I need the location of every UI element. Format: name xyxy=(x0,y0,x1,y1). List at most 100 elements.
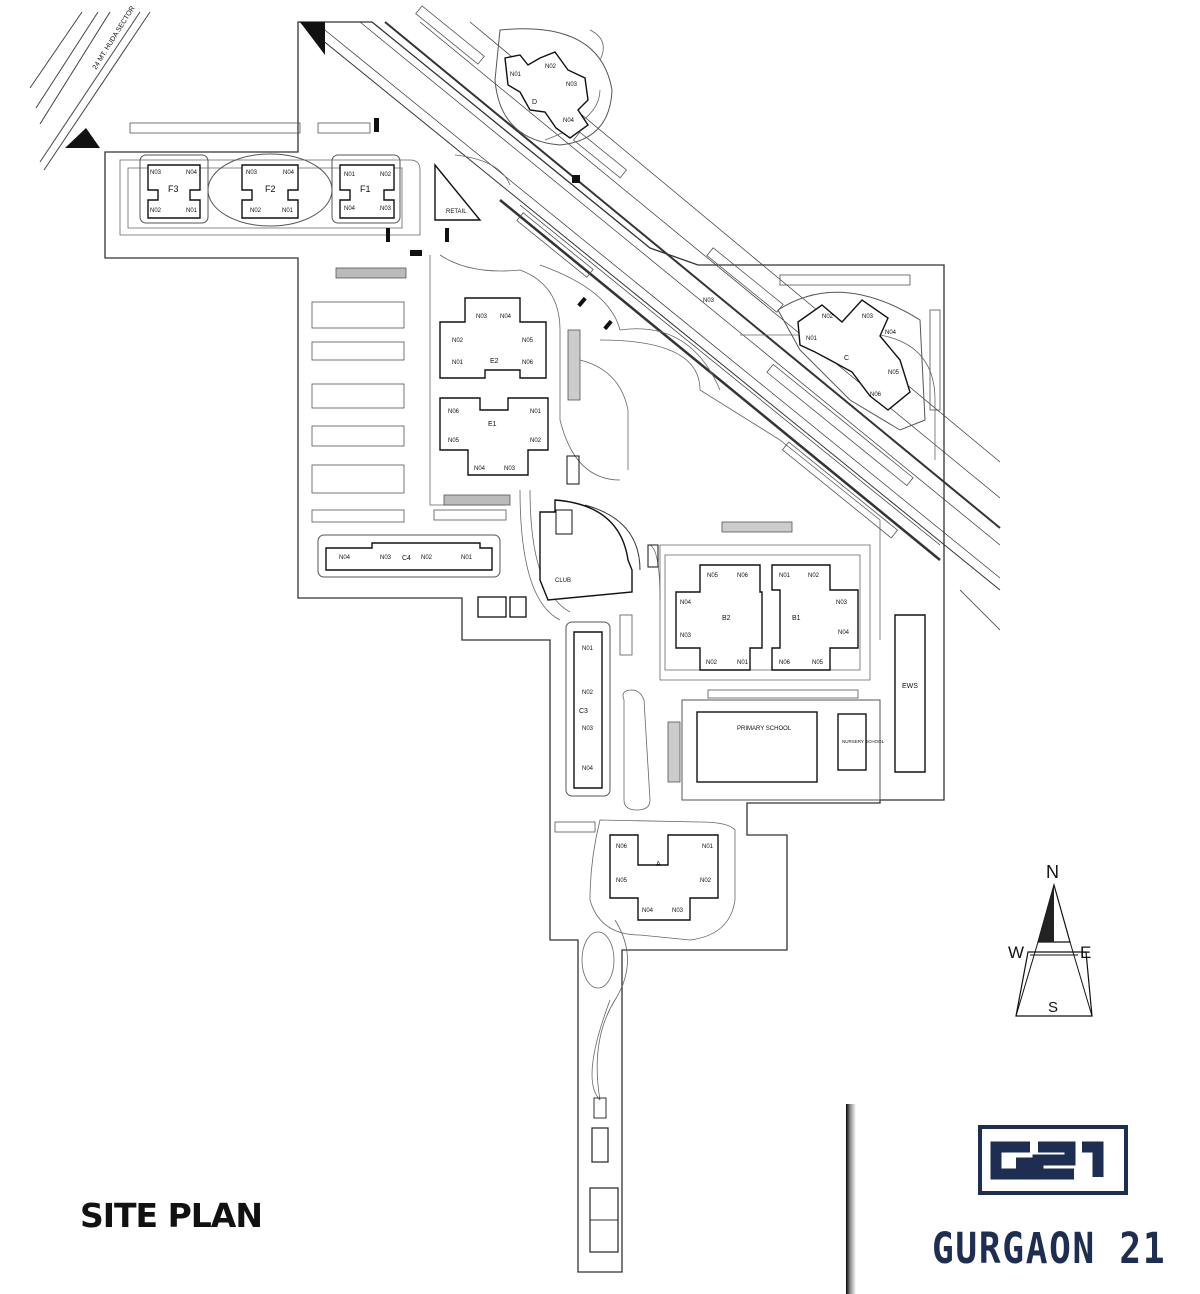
tower-label: F2 xyxy=(265,184,276,194)
tower-EWS: EWS xyxy=(894,614,926,773)
unit-label: N04 xyxy=(885,330,897,336)
primary-school: PRIMARY SCHOOL NURSERY SCHOOL xyxy=(681,699,885,801)
unit-label: N01 xyxy=(582,646,594,652)
unit-label: N02 xyxy=(421,555,433,561)
g21-logo: G21 xyxy=(978,1125,1128,1195)
unit-label: N04 xyxy=(500,314,512,320)
unit-label: N01 xyxy=(530,409,542,415)
retail-building: RETAIL xyxy=(434,163,482,221)
unit-label: N06 xyxy=(522,360,534,366)
tower-C4: C4 N04 N03 N02 N01 xyxy=(317,534,501,578)
unit-label: N06 xyxy=(737,573,749,579)
unit-label: N02 xyxy=(706,660,718,666)
tower-E2: E2 N03 N04 N02 N05 N01 N06 xyxy=(439,297,547,379)
unit-label: N04 xyxy=(474,466,486,472)
unit-label: N05 xyxy=(812,660,824,666)
brand-panel-edge xyxy=(846,1104,856,1294)
nursery-school-label: NURSERY SCHOOL xyxy=(842,739,885,744)
club-building: CLUB xyxy=(477,455,659,618)
unit-label: N03 xyxy=(380,555,392,561)
tower-label: C3 xyxy=(579,708,588,715)
tower-A: A N06 N01 N05 N02 N04 N03 xyxy=(609,834,719,921)
unit-label: N01 xyxy=(737,660,749,666)
tower-label: B1 xyxy=(792,615,801,622)
unit-label: N01 xyxy=(510,72,522,78)
unit-label: N06 xyxy=(616,844,628,850)
primary-school-label: PRIMARY SCHOOL xyxy=(737,726,792,732)
unit-label: N03 xyxy=(380,206,392,212)
tower-C3: C3 N01 N02 N03 N04 xyxy=(565,621,611,797)
tower-label: E2 xyxy=(490,358,499,365)
compass-south: S xyxy=(1048,999,1058,1016)
unit-label: N03 xyxy=(672,908,684,914)
unit-label: N02 xyxy=(452,338,464,344)
unit-label: N03 xyxy=(836,600,848,606)
gate-markers xyxy=(65,22,613,331)
unit-label: N02 xyxy=(582,690,594,696)
site-boundary xyxy=(104,21,945,1273)
unit-label: N05 xyxy=(616,878,628,884)
site-plan-title: SITE PLAN xyxy=(80,1196,263,1235)
tower-F1: F1 N01 N02 N04 N03 xyxy=(331,154,401,224)
tower-C: C N02 N03 N01 N04 N05 N06 xyxy=(777,291,926,431)
tower-B2: B2 N05 N06 N04 N03 N02 N01 xyxy=(675,564,763,671)
tower-F2: F2 N03 N04 N02 N01 xyxy=(207,153,333,227)
unit-label: N03 xyxy=(476,314,488,320)
sports-courts xyxy=(589,1097,619,1253)
unit-label: N06 xyxy=(870,392,882,398)
internal-roads xyxy=(119,29,936,1101)
compass-north: N xyxy=(1046,862,1059,882)
ews-label: EWS xyxy=(902,683,918,690)
compass-west: W xyxy=(1008,943,1024,962)
compass-rose: N W E S xyxy=(1008,862,1093,1017)
unit-label: N05 xyxy=(522,338,534,344)
unit-label: N04 xyxy=(186,170,198,176)
tower-label: E1 xyxy=(488,421,497,428)
unit-label: N06 xyxy=(448,409,460,415)
unit-label: N06 xyxy=(779,660,791,666)
unit-label: N04 xyxy=(642,908,654,914)
unit-label: N02 xyxy=(150,208,162,214)
unit-label: N04 xyxy=(283,170,295,176)
unit-label: N03 xyxy=(504,466,516,472)
unit-label: N04 xyxy=(339,555,351,561)
parking-unit-label: N03 xyxy=(703,298,715,304)
unit-label: N02 xyxy=(808,573,820,579)
unit-label: N05 xyxy=(707,573,719,579)
road-label: 24 MT. HUDA SECTOR xyxy=(92,5,137,71)
tower-F3: F3 N03 N04 N02 N01 xyxy=(139,154,209,224)
unit-label: N02 xyxy=(700,878,712,884)
unit-label: N04 xyxy=(838,630,850,636)
unit-label: N04 xyxy=(563,118,575,124)
unit-label: N03 xyxy=(582,726,594,732)
brand-name: GURGAON 21 xyxy=(932,1224,1167,1274)
unit-label: N03 xyxy=(566,82,578,88)
unit-label: N05 xyxy=(888,370,900,376)
unit-label: N05 xyxy=(448,438,460,444)
unit-label: N02 xyxy=(530,438,542,444)
club-label: CLUB xyxy=(555,578,571,584)
unit-label: N02 xyxy=(822,314,834,320)
brand-panel xyxy=(846,1104,1200,1294)
tower-D: D N01 N02 N03 N04 xyxy=(494,28,613,146)
unit-label: N04 xyxy=(680,600,692,606)
unit-label: N01 xyxy=(452,360,464,366)
tower-label: A xyxy=(656,861,661,868)
tower-label: C xyxy=(844,355,849,362)
unit-label: N02 xyxy=(545,64,557,70)
unit-label: N01 xyxy=(282,208,294,214)
unit-label: N03 xyxy=(246,170,258,176)
unit-label: N04 xyxy=(344,206,356,212)
tower-label: F3 xyxy=(168,184,179,194)
compass-east: E xyxy=(1080,943,1091,962)
unit-label: N02 xyxy=(250,208,262,214)
unit-label: N02 xyxy=(380,172,392,178)
tower-E1: E1 N06 N01 N05 N02 N04 N03 xyxy=(439,397,549,476)
unit-label: N01 xyxy=(186,208,198,214)
unit-label: N01 xyxy=(702,844,714,850)
tower-B1: B1 N01 N02 N03 N04 N06 N05 xyxy=(771,564,859,671)
retail-label: RETAIL xyxy=(446,209,467,215)
unit-label: N01 xyxy=(779,573,791,579)
unit-label: N04 xyxy=(582,766,594,772)
